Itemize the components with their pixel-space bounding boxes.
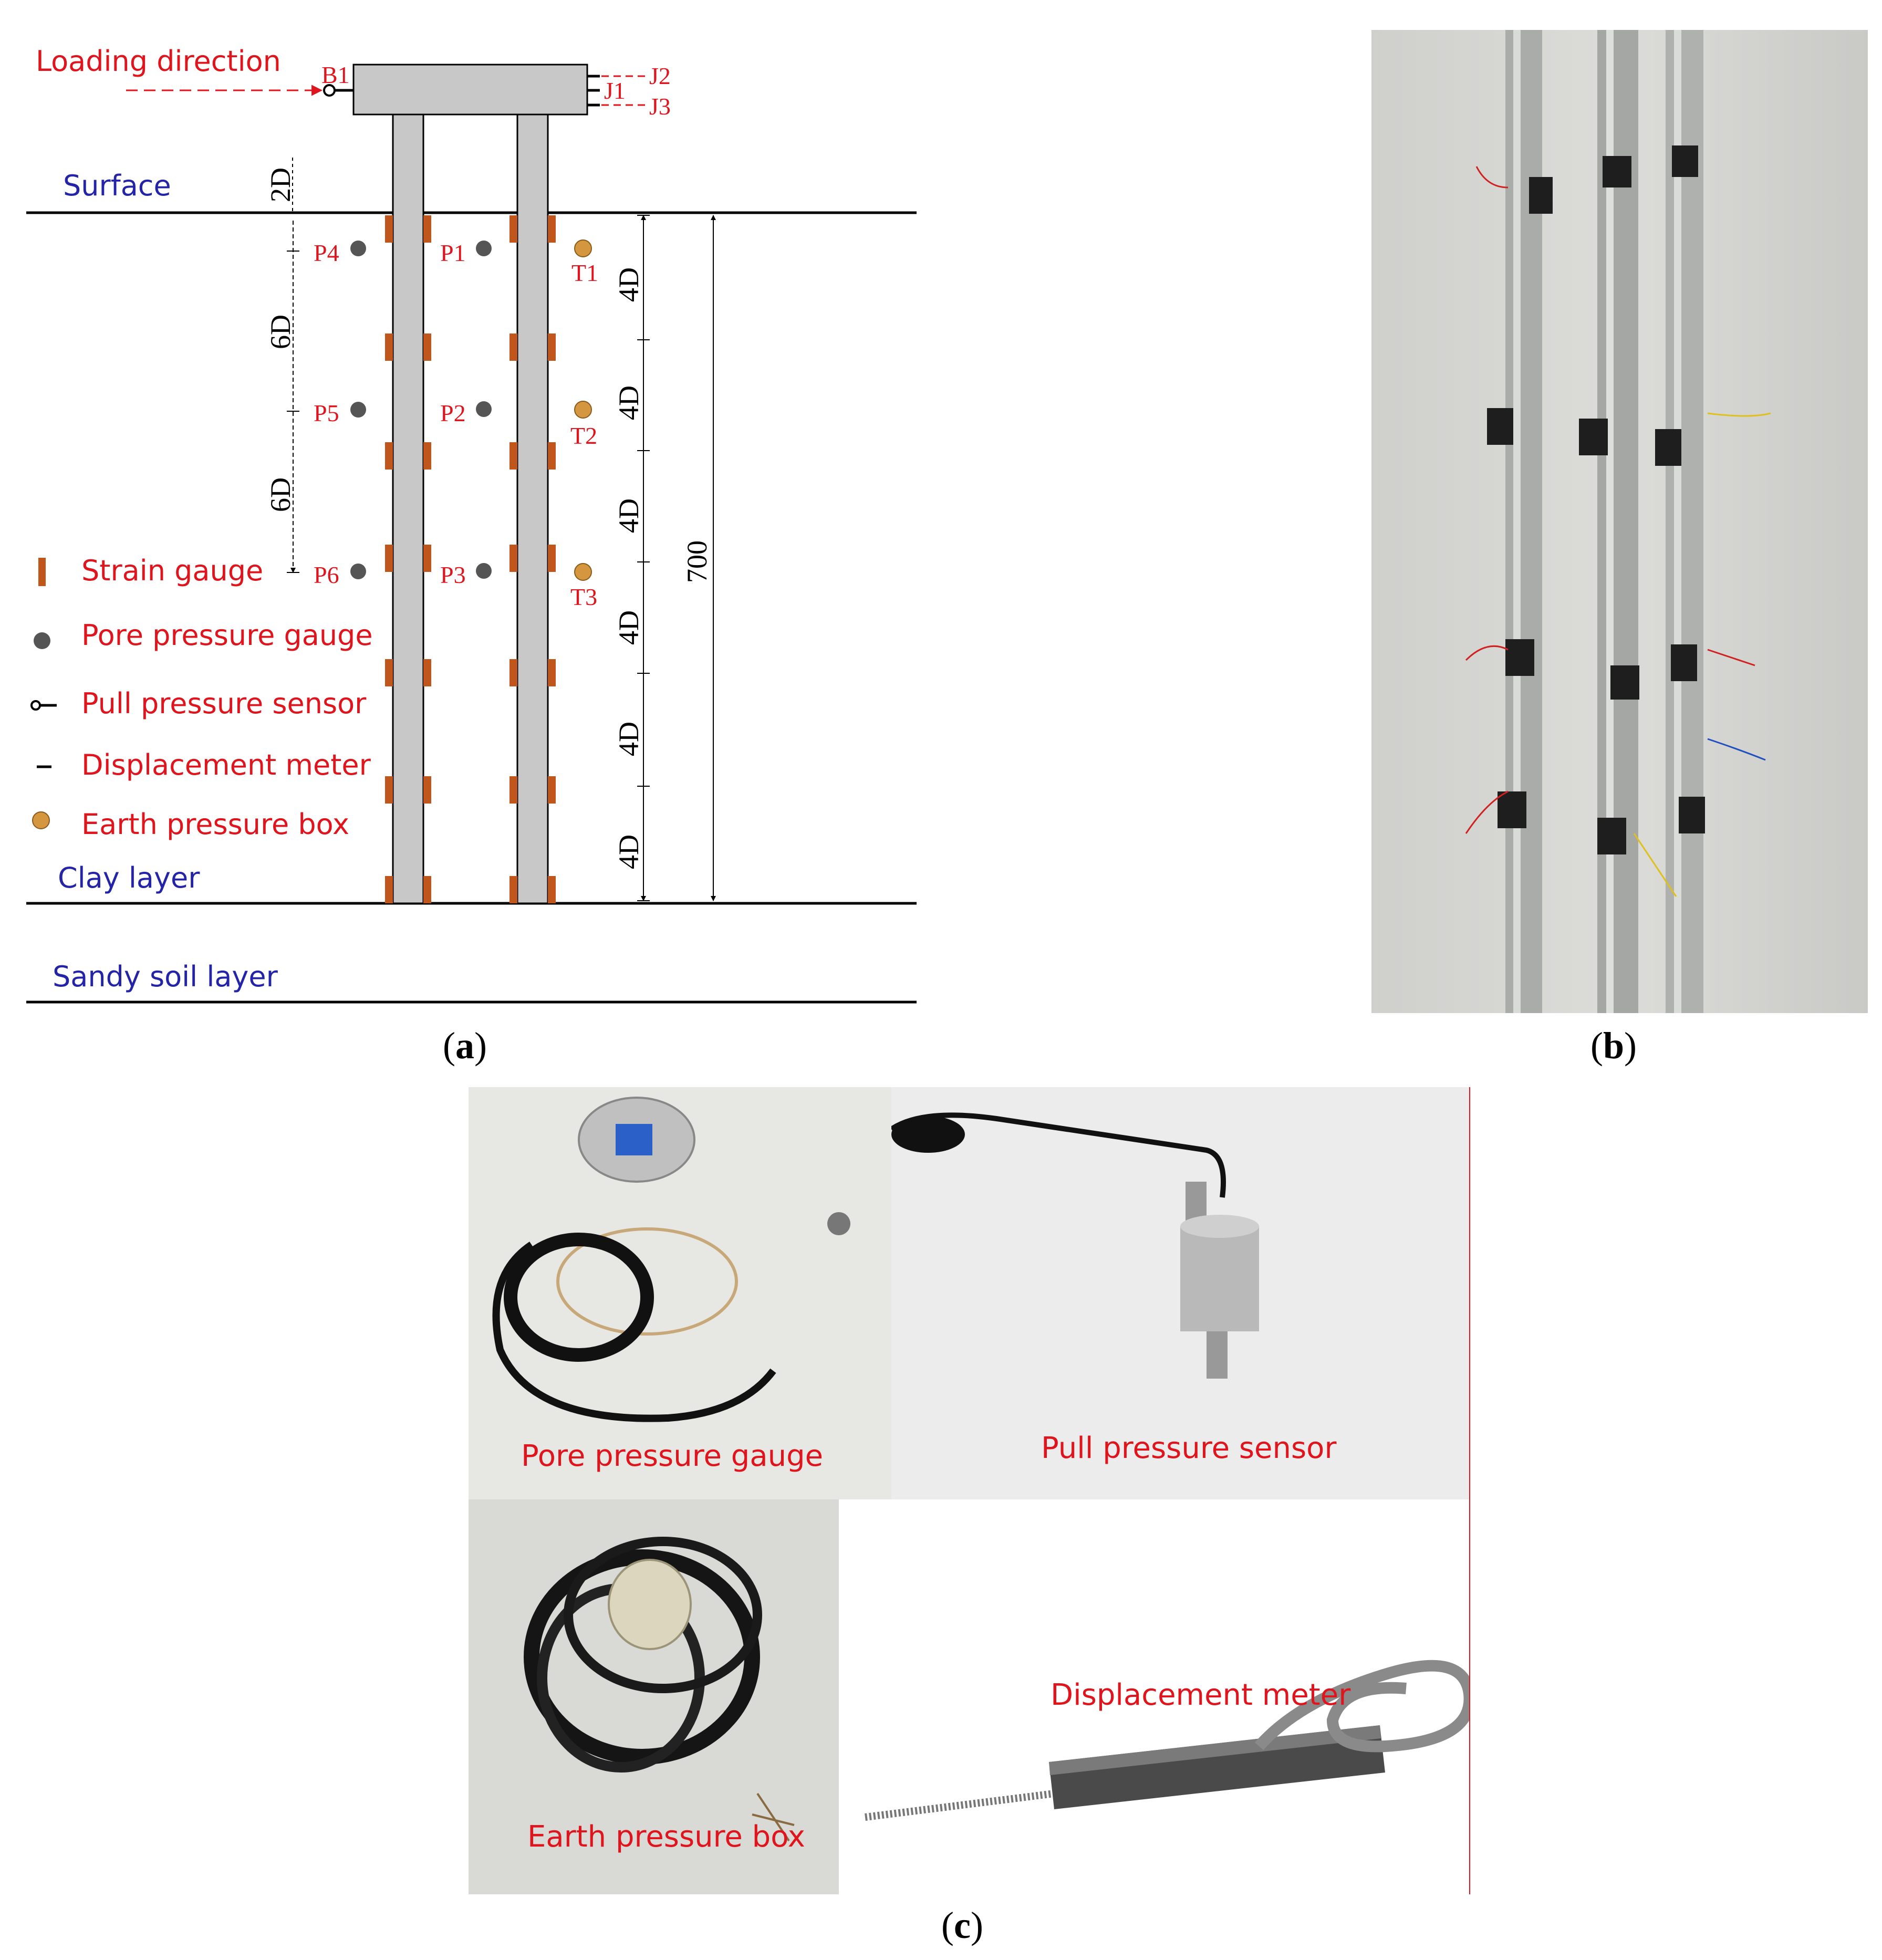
panel-c-divider [1469, 1087, 1470, 1894]
panel-a-label: (a) [443, 1025, 487, 1067]
strain-gauge-mark [423, 215, 431, 243]
panel-c-label: (c) [941, 1904, 983, 1946]
strain-gauge-mark [423, 545, 431, 572]
dim-left-6d-2: 6D [265, 477, 296, 512]
legend-pore-pressure-gauge-icon [34, 632, 50, 649]
earth-pressure-box-illustration [524, 1537, 795, 1842]
strain-gauge-mark [510, 215, 517, 243]
strain-gauge-mark [385, 442, 393, 470]
sandy-soil-layer-label: Sandy soil layer [53, 960, 278, 993]
dim-left-6d-1: 6D [265, 315, 296, 349]
panel-b-label: (b) [1590, 1025, 1637, 1067]
clay-layer-label: Clay layer [58, 861, 200, 894]
legend: Strain gauge Pore pressure gauge Pull pr… [30, 554, 373, 841]
legend-pore-pressure-gauge-label: Pore pressure gauge [81, 619, 373, 652]
piles-photo-illustration [1465, 30, 1771, 1013]
loading-direction-label: Loading direction [36, 45, 281, 78]
pull-pressure-sensor-illustration [891, 1112, 1259, 1379]
dim-right-4d-5: 4D [613, 722, 644, 756]
strain-gauge-mark [385, 659, 393, 686]
pore-pressure-gauge-p4: P4 [314, 239, 366, 266]
svg-text:T3: T3 [570, 583, 597, 610]
pore-pressure-gauge-illustration [492, 1097, 850, 1422]
strain-gauge-mark [423, 333, 431, 361]
dim-right-4d-4: 4D [613, 610, 644, 645]
pile-right [516, 113, 549, 904]
svg-text:P1: P1 [440, 239, 466, 266]
strain-gauge-mark [423, 876, 431, 903]
pile-cap [352, 64, 588, 116]
panel-c-pull-photo: Pull pressure sensor [891, 1087, 1469, 1499]
legend-displacement-meter-label: Displacement meter [81, 748, 371, 781]
strain-gauge-mark [385, 545, 393, 572]
strain-gauges [385, 215, 556, 903]
pore-pressure-gauge-p1: P1 [440, 239, 492, 266]
legend-strain-gauge-icon [38, 558, 46, 586]
strain-gauge-mark [423, 776, 431, 804]
legend-strain-gauge-label: Strain gauge [81, 554, 263, 587]
sensor-b1-label: B1 [321, 61, 350, 88]
strain-gauge-mark [510, 876, 517, 903]
displacement-meter-illustration [865, 1660, 1469, 1821]
dim-right-4d-3: 4D [613, 498, 644, 533]
svg-text:T1: T1 [571, 259, 598, 286]
earth-pressure-box-t1: T1 [571, 239, 598, 286]
strain-gauge-mark [423, 659, 431, 686]
pile-group-diagram: Loading direction B1 J2 J1 J3 2D Surface… [26, 45, 917, 1004]
strain-gauge-mark [510, 776, 517, 804]
pore-pressure-gauge-p2: P2 [440, 400, 492, 426]
legend-pull-pressure-sensor-icon [30, 700, 41, 711]
panel-c-pore-photo: Pore pressure gauge [469, 1087, 891, 1499]
strain-gauge-mark [548, 776, 556, 804]
earth-pressure-box-t3: T3 [570, 563, 597, 610]
surface-label: Surface [63, 169, 171, 202]
dim-2d-label: 2D [265, 168, 296, 202]
dim-right-4d-2: 4D [613, 385, 644, 420]
strain-gauge-mark [385, 215, 393, 243]
caption-displacement-meter: Displacement meter [1051, 1678, 1351, 1712]
strain-gauge-mark [423, 442, 431, 470]
panel-c-earth-photo: Earth pressure box [469, 1499, 839, 1894]
svg-text:P6: P6 [314, 561, 339, 588]
dim-right-4d-1: 4D [613, 267, 644, 302]
panel-b-photo [1371, 30, 1868, 1013]
svg-text:P2: P2 [440, 400, 466, 426]
svg-text:T2: T2 [570, 422, 597, 449]
strain-gauge-mark [385, 876, 393, 903]
pile-left [392, 113, 424, 904]
strain-gauge-mark [385, 333, 393, 361]
earth-pressure-box-t2: T2 [570, 401, 597, 449]
strain-gauge-mark [548, 333, 556, 361]
strain-gauge-mark [510, 333, 517, 361]
dim-right-ticks [637, 215, 650, 901]
caption-pore-pressure-gauge: Pore pressure gauge [521, 1439, 824, 1473]
pore-pressure-gauge-p5: P5 [314, 400, 366, 426]
caption-pull-pressure-sensor: Pull pressure sensor [1041, 1431, 1337, 1465]
pore-pressure-gauge-p3: P3 [440, 561, 492, 588]
strain-gauge-mark [548, 215, 556, 243]
strain-gauge-mark [510, 545, 517, 572]
dim-right-4d-6: 4D [613, 835, 644, 869]
strain-gauge-mark [548, 659, 556, 686]
strain-gauge-mark [548, 876, 556, 903]
sensor-j1-label: J1 [604, 77, 626, 104]
strain-gauge-mark [548, 545, 556, 572]
strain-gauge-mark [385, 776, 393, 804]
strain-gauge-mark [510, 659, 517, 686]
panel-c-displacement-photo: Displacement meter [839, 1499, 1469, 1894]
svg-text:P3: P3 [440, 561, 466, 588]
svg-text:P5: P5 [314, 400, 339, 426]
legend-pull-pressure-sensor-label: Pull pressure sensor [81, 687, 367, 720]
legend-earth-pressure-box-icon [32, 811, 50, 829]
strain-gauge-mark [510, 442, 517, 470]
strain-gauge-mark [548, 442, 556, 470]
legend-earth-pressure-box-label: Earth pressure box [81, 808, 349, 841]
pore-pressure-gauge-p6: P6 [314, 561, 366, 588]
svg-text:P4: P4 [314, 239, 339, 266]
dim-total-700: 700 [681, 540, 713, 583]
sensor-j3-label: J3 [649, 93, 671, 120]
caption-earth-pressure-box: Earth pressure box [527, 1820, 805, 1854]
sensor-j2-label: J2 [649, 62, 671, 89]
